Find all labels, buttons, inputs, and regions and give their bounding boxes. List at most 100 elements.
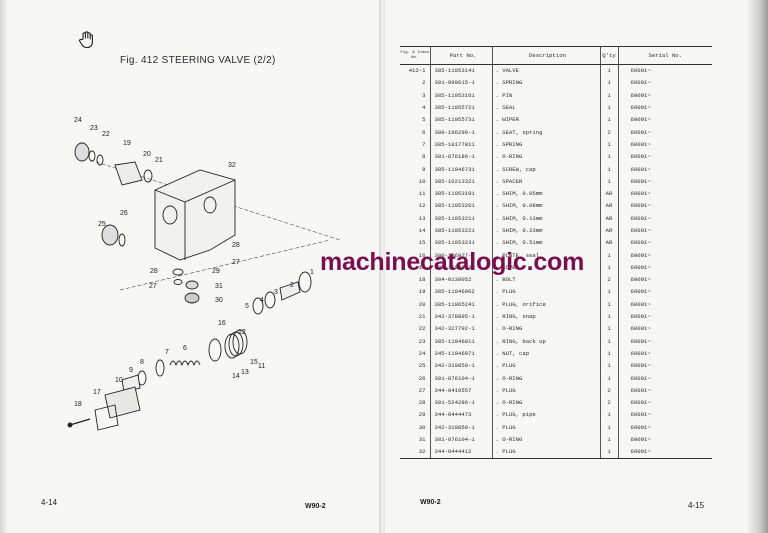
part-number-cell: 385-10177811	[429, 138, 492, 151]
qty-cell: 1	[599, 421, 618, 434]
serial-cell: 60001~	[617, 89, 712, 102]
description-cell: . PLUG	[491, 359, 600, 372]
callout-label: 29	[212, 268, 220, 275]
qty-cell: 1	[599, 89, 618, 102]
left-page-number: 4-14	[41, 498, 58, 507]
part-number-cell: 342-378895-1	[429, 310, 492, 323]
ref-cell: 27	[418, 386, 426, 394]
callout-label: 2	[290, 282, 294, 289]
callout-label: 28	[232, 242, 240, 249]
part-number-cell: 381-876104-1	[429, 371, 492, 385]
part-number-cell: 385-11055731	[429, 113, 492, 126]
serial-cell: 60001~	[617, 396, 712, 409]
ref-cell: 18	[418, 276, 426, 284]
callout-label: 13	[241, 369, 249, 376]
qty-cell: 2	[599, 273, 618, 286]
part-number-cell: 385-10213321	[429, 175, 492, 188]
description-cell: . PLUG	[491, 384, 600, 397]
part-number-cell: 385-11046731	[429, 162, 492, 176]
ref-cell: 15	[418, 239, 426, 247]
qty-cell: AR	[599, 187, 618, 200]
serial-cell: 60001~	[617, 162, 712, 176]
serial-cell: 60001~	[617, 125, 712, 139]
part-number-cell: 381-524286-1	[429, 396, 492, 409]
right-page-edge	[746, 0, 768, 533]
part-number-cell: 344-0444473	[429, 408, 492, 422]
part-number-cell: 385-11046831	[429, 261, 492, 274]
qty-cell: 1	[599, 162, 618, 176]
exploded-view-drawing: 24 23 22 19 20 21 32 26 25 28 27 28 29 2…	[67, 117, 341, 431]
description-cell: . NUT, cap	[491, 347, 600, 360]
callout-label: 14	[232, 373, 240, 380]
description-cell: . SPRING	[491, 76, 600, 90]
serial-cell: 60001~	[617, 322, 712, 336]
callout-label: 31	[215, 283, 223, 290]
callout-label: 1	[310, 269, 314, 276]
parts-list-table: Fig. & Index No. Part No. Description Q'…	[400, 46, 712, 459]
part-number-cell: 385-11053211	[429, 212, 492, 225]
ref-cell: 11	[418, 190, 426, 198]
part-number-cell: 342-310850-1	[429, 359, 492, 372]
description-cell: . O-RING	[491, 371, 600, 385]
header-serial-no: Serial No.	[617, 46, 712, 65]
description-cell: . SEAT, spring	[491, 125, 600, 139]
qty-cell: 1	[599, 298, 618, 311]
serial-cell: 60001~	[617, 138, 712, 151]
description-cell: . SHIM, 0.05mm	[491, 187, 600, 200]
callout-label: 5	[245, 303, 249, 310]
ref-cell: 19	[418, 288, 426, 296]
figure-title: Fig. 412 STEERING VALVE (2/2)	[120, 55, 276, 66]
part-number-cell: 385-11053231	[429, 236, 492, 249]
callout-label: 8	[140, 359, 144, 366]
callout-label: 10	[115, 377, 123, 384]
description-cell: . PLUG, pipe	[491, 408, 600, 422]
part-number-cell: 385-11046962	[429, 285, 492, 299]
part-number-cell: 384-0138052	[429, 273, 492, 286]
qty-cell: AR	[599, 212, 618, 225]
left-page-edge	[0, 0, 8, 533]
callout-label: 11	[258, 363, 265, 370]
watermark-text: machinecatalogic.com	[320, 248, 585, 276]
serial-cell: 60001~	[617, 76, 712, 90]
qty-cell: 1	[599, 335, 618, 348]
right-page-number: 4-15	[688, 501, 705, 510]
part-number-cell: 385-11046811	[429, 335, 492, 348]
description-cell: . SPRING	[491, 138, 600, 151]
ref-cell: 21	[418, 313, 426, 321]
part-number-cell: 381-876186-1	[429, 150, 492, 163]
ref-cell: 32	[400, 445, 430, 459]
left-model-code: W90-2	[305, 503, 326, 510]
description-cell: . SHIM, 0.23mm	[491, 224, 600, 237]
ref-cell: 29	[418, 411, 426, 419]
ref-cell: 12	[418, 202, 426, 210]
qty-cell: 1	[599, 371, 618, 385]
ref-cell: 13	[418, 214, 426, 222]
header-ref: Fig. & Index No.	[400, 46, 430, 65]
serial-cell: 60001~	[617, 261, 712, 274]
part-number-cell: 344-0444412	[429, 445, 492, 459]
serial-cell: 60001~	[617, 64, 712, 77]
description-cell: . PLUG	[491, 421, 600, 434]
ref-cell: 3	[422, 91, 426, 99]
callout-label: 32	[228, 162, 236, 169]
serial-cell: 60001~	[617, 212, 712, 225]
callout-label: 21	[155, 157, 163, 164]
serial-cell: 60001~	[617, 359, 712, 372]
